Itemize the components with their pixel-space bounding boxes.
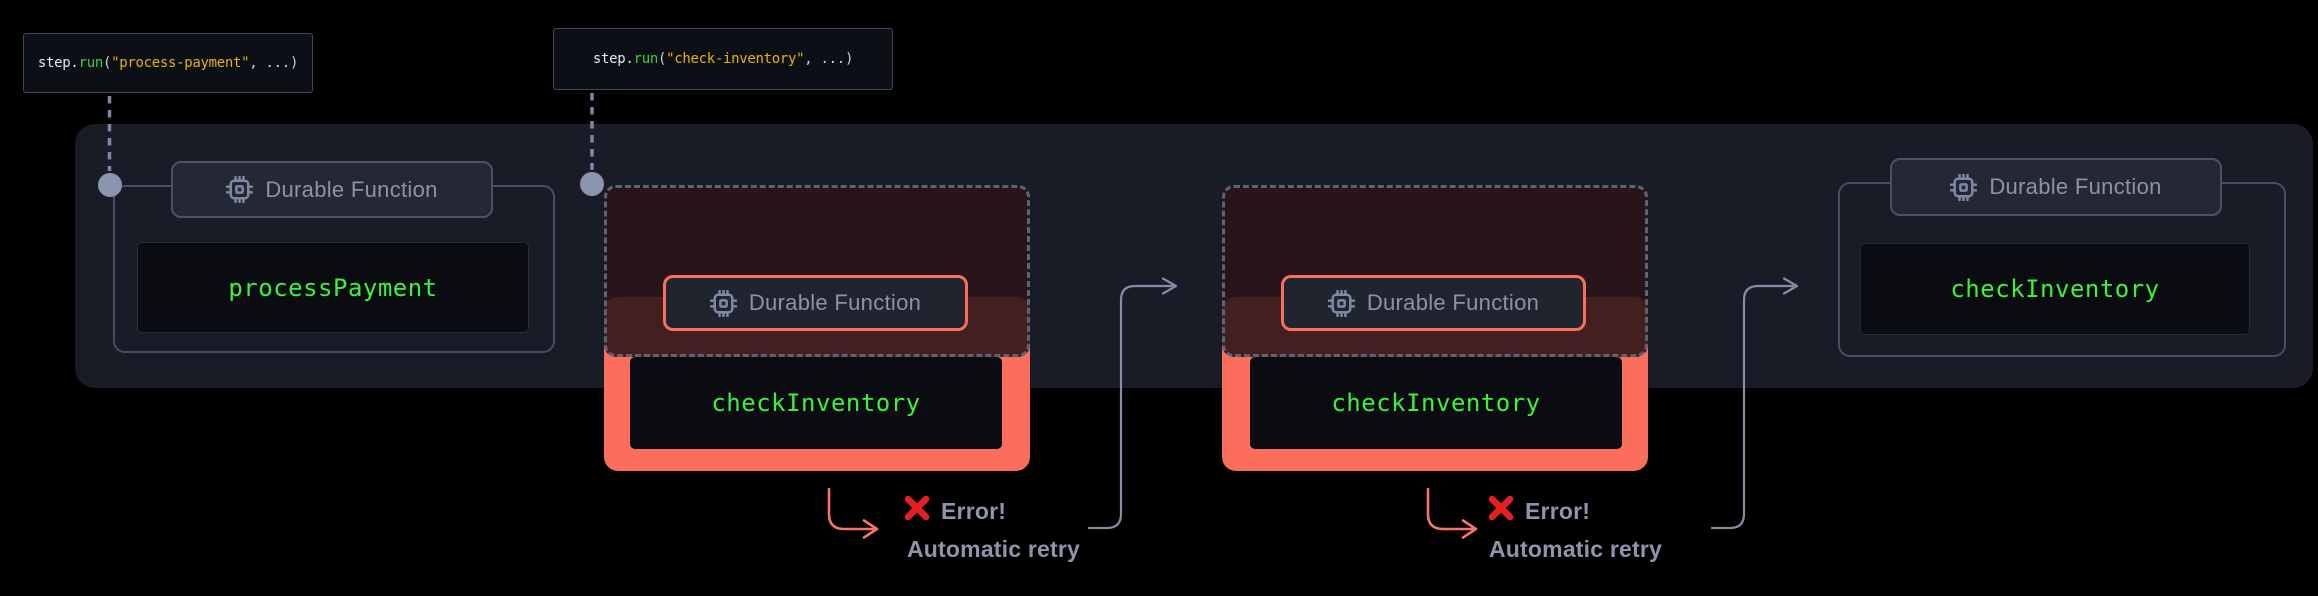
code-object: step (592, 51, 626, 67)
error-label: Error! (1525, 498, 1591, 524)
error-label: Error! (941, 498, 1007, 524)
durable-function-badge-3: Durable Function (1281, 275, 1586, 331)
code-tooltip-process-payment: step.run("process-payment", ...) (23, 33, 313, 93)
error-arrow-2 (1426, 487, 1478, 539)
code-paren-open: ( (102, 55, 112, 71)
durable-function-badge-2: Durable Function (663, 275, 968, 331)
durable-function-badge-1: Durable Function (171, 161, 493, 218)
function-name: checkInventory (1950, 275, 2160, 303)
badge-label: Durable Function (748, 290, 922, 315)
cpu-icon (1950, 173, 1978, 201)
function-name-box-4: checkInventory (1860, 243, 2250, 335)
durable-function-badge-4: Durable Function (1890, 158, 2222, 216)
function-name-box-3: checkInventory (1250, 357, 1622, 449)
code-method: run (78, 55, 104, 71)
code-rest: , ...) (249, 55, 299, 71)
code-tooltip-check-inventory: step.run("check-inventory", ...) (553, 28, 893, 90)
function-name-box-2: checkInventory (630, 357, 1002, 449)
retry-ghost-outline-1 (604, 185, 1030, 357)
error-x-icon (1488, 495, 1514, 521)
code-string: "check-inventory" (666, 51, 805, 67)
code-dot: . (625, 51, 634, 67)
code-method: run (633, 51, 659, 67)
code-snippet: step.run("process-payment", ...) (38, 55, 298, 71)
automatic-retry-label: Automatic retry (1489, 536, 1662, 562)
error-arrow-1 (827, 487, 879, 539)
cpu-icon (709, 289, 737, 317)
badge-label: Durable Function (1366, 290, 1540, 315)
retry-ghost-outline-2 (1222, 185, 1648, 357)
function-name-box-1: processPayment (137, 242, 529, 333)
cpu-icon (1327, 289, 1355, 317)
code-string: "process-payment" (111, 55, 250, 71)
badge-label: Durable Function (265, 176, 438, 202)
code-paren-open: ( (657, 51, 667, 67)
function-name: checkInventory (711, 389, 921, 417)
badge-label: Durable Function (1989, 174, 2162, 199)
cpu-icon (226, 176, 254, 203)
code-rest: , ...) (804, 51, 854, 67)
function-name: checkInventory (1331, 389, 1541, 417)
code-object: step (37, 55, 71, 71)
error-x-icon (904, 495, 930, 521)
code-dot: . (70, 55, 79, 71)
automatic-retry-label: Automatic retry (907, 536, 1080, 562)
function-name: processPayment (228, 273, 438, 302)
code-snippet: step.run("check-inventory", ...) (593, 51, 853, 67)
